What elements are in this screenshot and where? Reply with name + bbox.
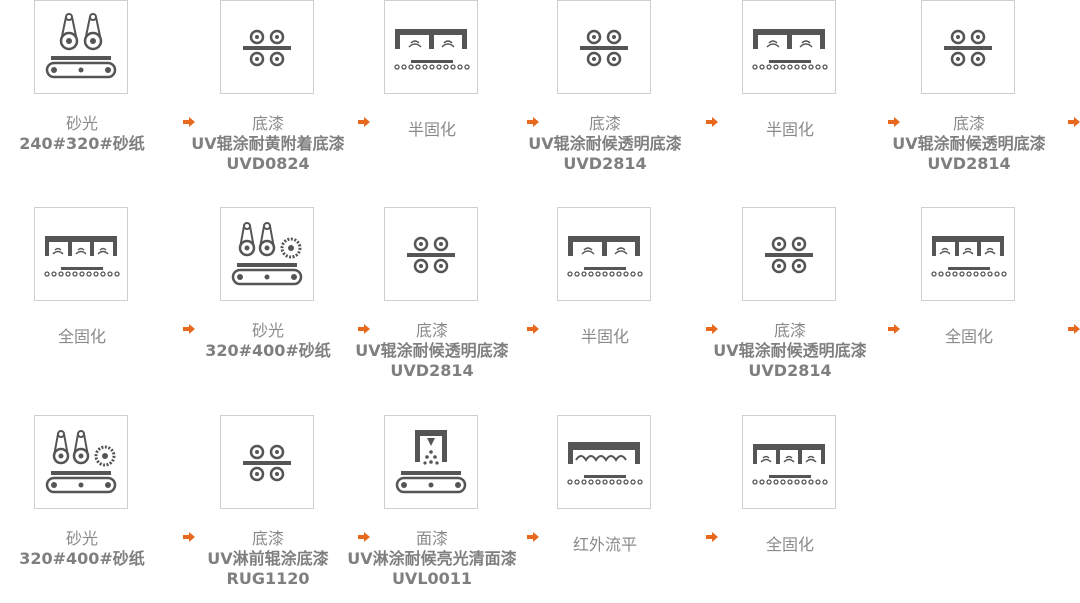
sander-brush-icon — [34, 415, 128, 509]
step-label: 全固化 — [869, 327, 1069, 347]
step-product: UV淋前辊涂底漆 — [207, 549, 329, 568]
flow-arrow-icon — [1068, 117, 1080, 127]
step-name: 底漆 — [952, 114, 985, 133]
step-label: 全固化 — [0, 327, 182, 347]
step-product: UV辊涂耐候透明底漆 — [528, 134, 682, 153]
step-name: 底漆 — [251, 529, 284, 548]
step-code: UVD2814 — [563, 154, 647, 173]
flow-arrow-icon — [358, 117, 370, 127]
step-product: 320#400#砂纸 — [205, 341, 331, 360]
flow-arrow-icon — [888, 324, 900, 334]
step-name: 全固化 — [765, 535, 814, 554]
flow-arrow-icon — [183, 324, 195, 334]
step-label: 半固化 — [505, 327, 705, 347]
flow-arrow-icon — [706, 117, 718, 127]
step-name: 红外流平 — [572, 535, 637, 554]
flow-arrow-icon — [706, 324, 718, 334]
lamp-3-icon — [742, 415, 836, 509]
step-product: 240#320#砂纸 — [19, 134, 145, 153]
flow-arrow-icon — [527, 324, 539, 334]
flow-arrow-icon — [527, 117, 539, 127]
roller-icon — [557, 0, 651, 94]
step-code: RUG1120 — [226, 569, 310, 588]
step-name: 半固化 — [407, 120, 456, 139]
step-name: 砂光 — [65, 529, 98, 548]
step-name: 底漆 — [251, 114, 284, 133]
step-name: 砂光 — [65, 114, 98, 133]
step-name: 全固化 — [57, 327, 106, 346]
roller-icon — [220, 415, 314, 509]
step-product: UV辊涂耐黄附着底漆 — [191, 134, 345, 153]
step-label: 全固化 — [690, 535, 890, 555]
lamp-2-icon — [384, 0, 478, 94]
roller-icon — [742, 207, 836, 301]
step-name: 底漆 — [588, 114, 621, 133]
sander-brush-icon — [220, 207, 314, 301]
step-name: 面漆 — [415, 529, 448, 548]
flow-arrow-icon — [183, 532, 195, 542]
step-name: 底漆 — [773, 321, 806, 340]
step-code: UVD2814 — [390, 361, 474, 380]
infrared-icon — [557, 415, 651, 509]
curtain-icon — [384, 415, 478, 509]
step-name: 全固化 — [944, 327, 993, 346]
step-code: UVD2814 — [927, 154, 1011, 173]
step-code: UVL0011 — [391, 569, 473, 588]
step-product: UV辊涂耐候透明底漆 — [892, 134, 1046, 153]
flow-arrow-icon — [183, 117, 195, 127]
roller-icon — [220, 0, 314, 94]
step-product: UV淋涂耐候亮光清面漆 — [347, 549, 517, 568]
roller-icon — [921, 0, 1015, 94]
step-product: UV辊涂耐候透明底漆 — [355, 341, 509, 360]
step-label: 红外流平 — [505, 535, 705, 555]
flow-arrow-icon — [358, 324, 370, 334]
step-label: 半固化 — [690, 120, 890, 140]
sander-double-icon — [34, 0, 128, 94]
flow-arrow-icon — [706, 532, 718, 542]
roller-icon — [384, 207, 478, 301]
lamp-3-icon — [34, 207, 128, 301]
step-name: 砂光 — [251, 321, 284, 340]
step-name: 底漆 — [415, 321, 448, 340]
flow-arrow-icon — [358, 532, 370, 542]
step-product: UV辊涂耐候透明底漆 — [713, 341, 867, 360]
step-product: 320#400#砂纸 — [19, 549, 145, 568]
flow-arrow-icon — [527, 532, 539, 542]
lamp-2-icon — [742, 0, 836, 94]
step-code: UVD2814 — [748, 361, 832, 380]
lamp-2-icon — [557, 207, 651, 301]
step-label: 半固化 — [332, 120, 532, 140]
step-code: UVD0824 — [226, 154, 310, 173]
flow-arrow-icon — [888, 117, 900, 127]
step-name: 半固化 — [580, 327, 629, 346]
lamp-3-icon — [921, 207, 1015, 301]
flow-arrow-icon — [1068, 324, 1080, 334]
step-name: 半固化 — [765, 120, 814, 139]
